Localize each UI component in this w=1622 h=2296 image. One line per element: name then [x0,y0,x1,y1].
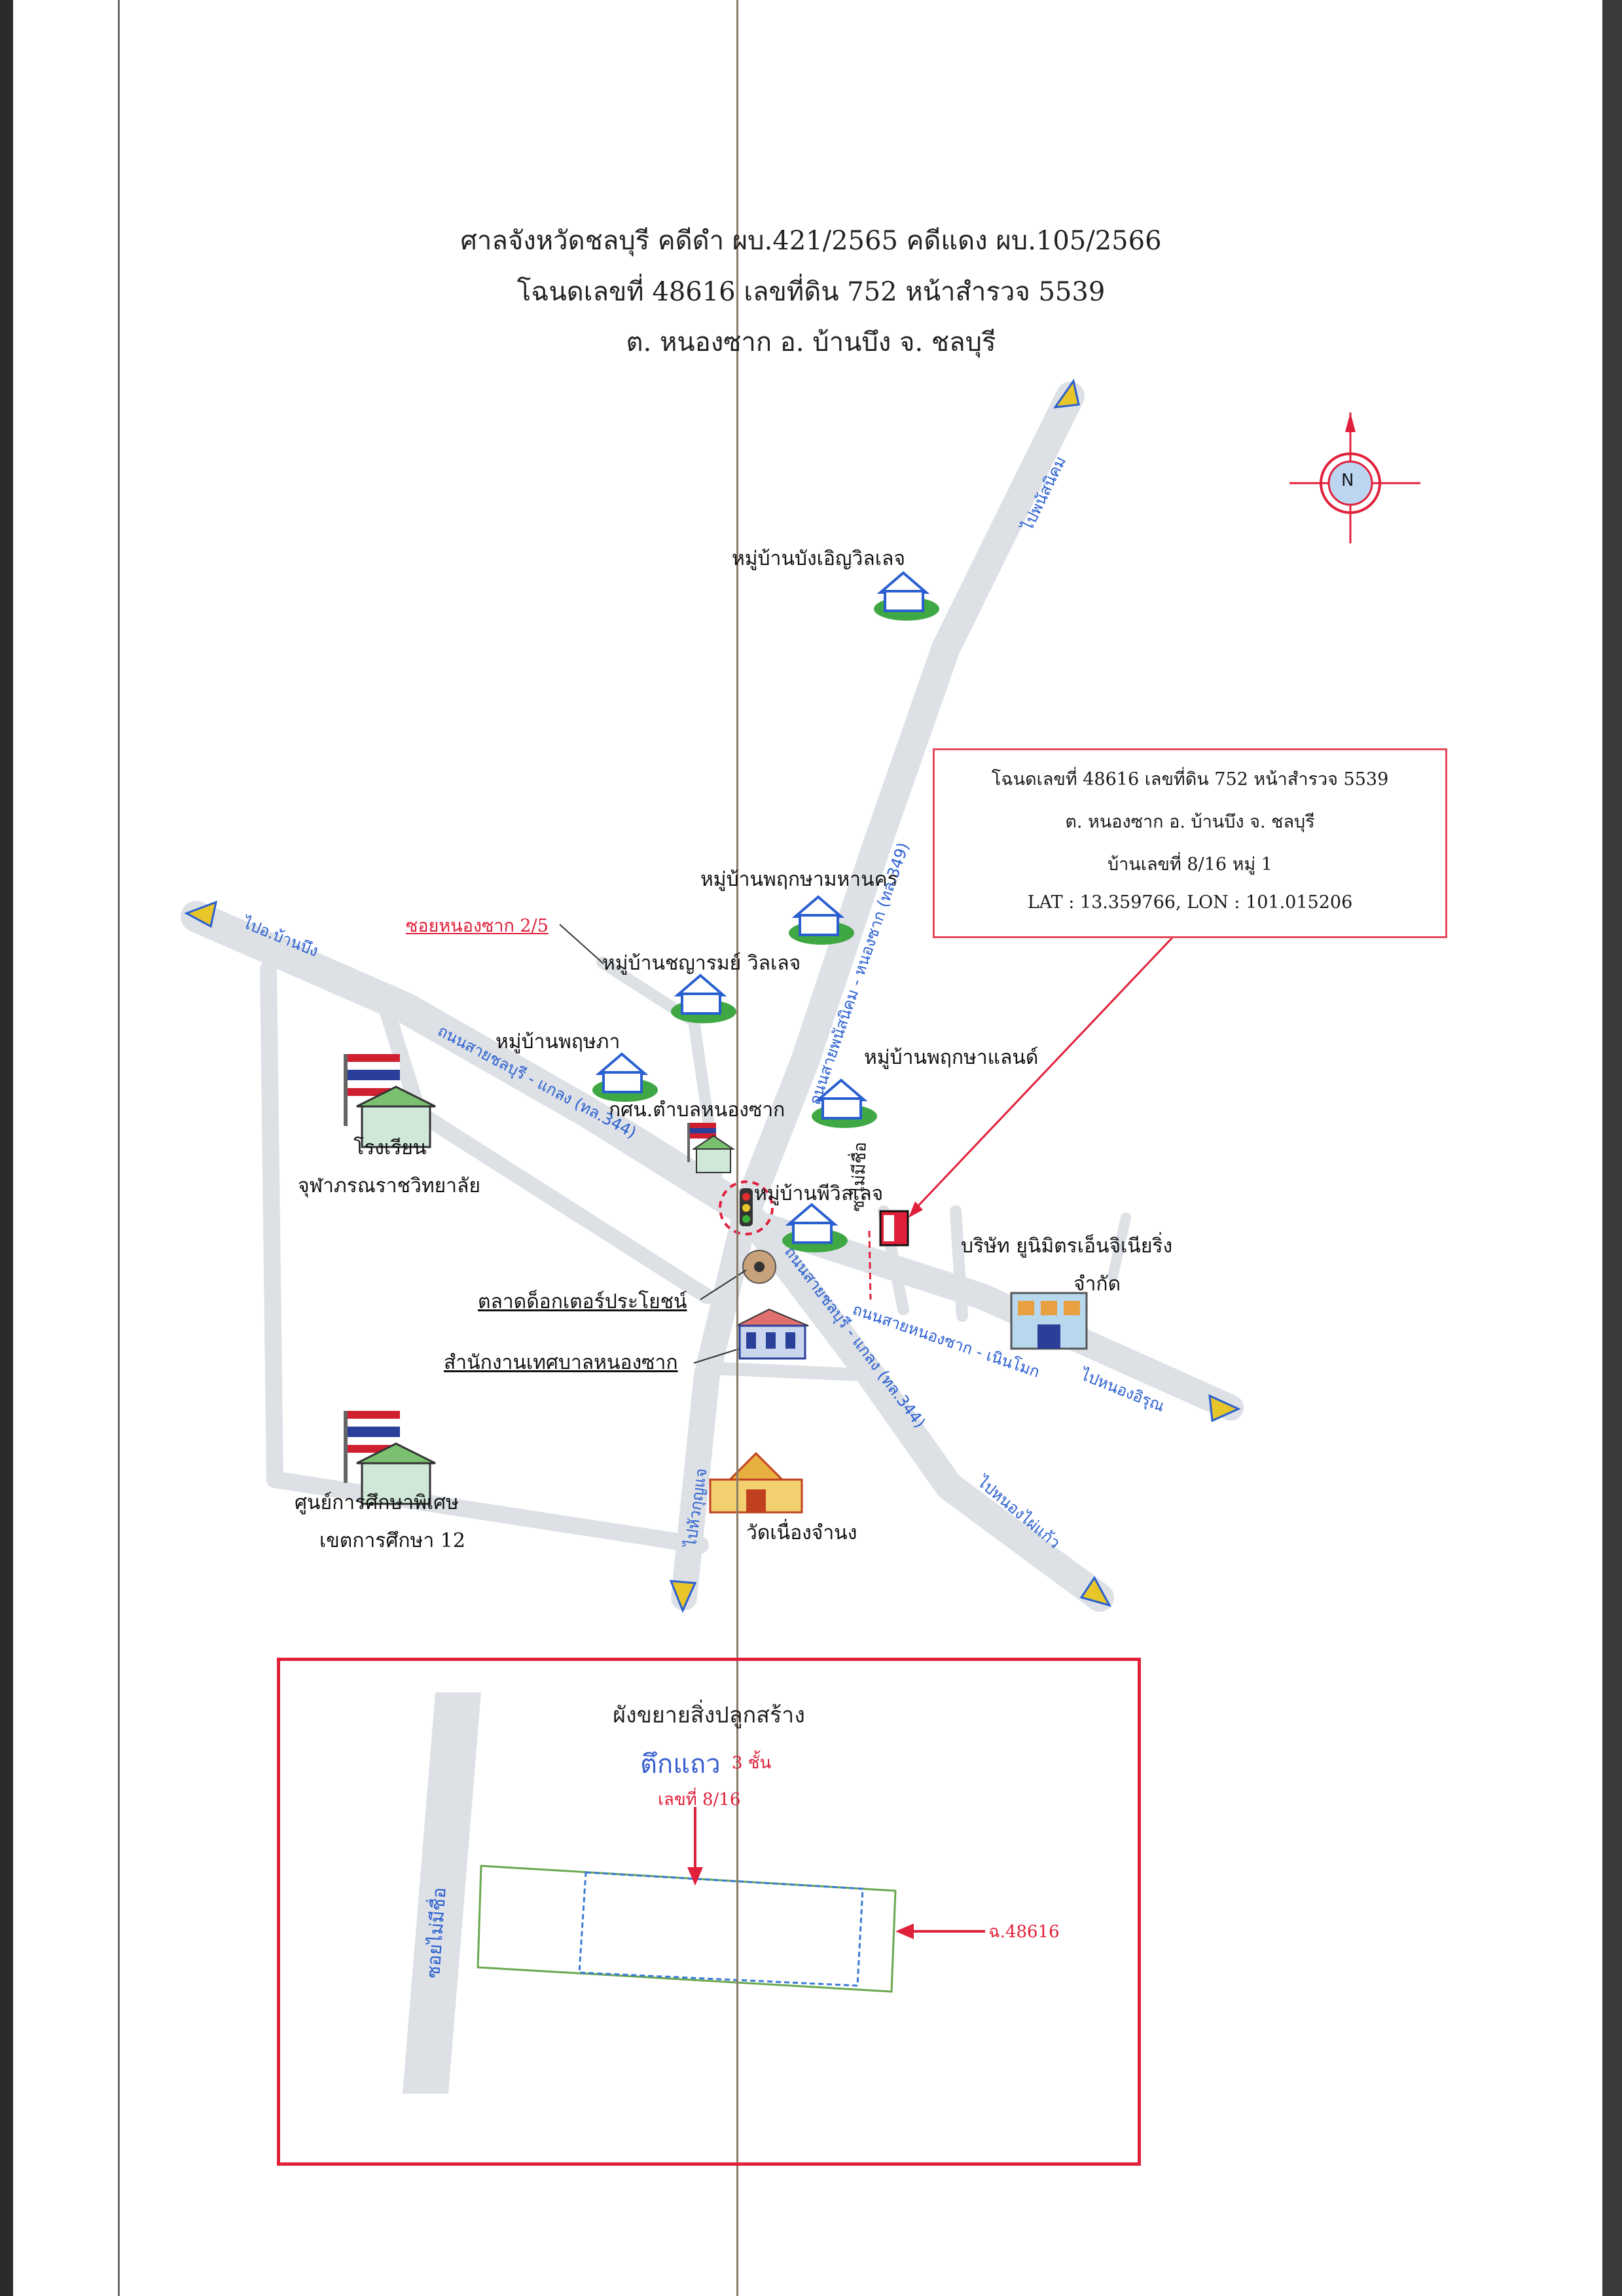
house-icon-bang-oen [874,571,939,621]
arrow-north [1053,378,1080,409]
plan-soi-road [403,1692,481,2094]
traffic-light-marker [719,1180,774,1235]
village-icons [592,571,939,1252]
market-leader-line [700,1269,747,1300]
temple-icon [709,1451,803,1514]
header-line-2: โฉนดเลขที่ 48616 เลขที่ดิน 752 หน้าสำรวจ… [516,277,1106,307]
municipal-office-icon [736,1308,809,1360]
house-icon-pruksa-land [812,1078,877,1128]
direction-arrows [184,378,1241,1613]
municipal-leader-line [693,1348,740,1364]
label-special-edu-1: ศูนย์การศึกษาพิเศษ [295,1491,459,1514]
label-special-edu-2: เขตการศึกษา 12 [319,1529,465,1552]
plot-info-box: โฉนดเลขที่ 48616 เลขที่ดิน 752 หน้าสำรวจ… [933,748,1447,938]
plan-house-no: เลขที่ 8/16 [658,1790,741,1810]
label-p-village: หมู่บ้านพีวิลเลจ [754,1182,884,1205]
market-icon [742,1250,776,1284]
scan-edge-right [1602,0,1622,2296]
road-company [1108,1212,1131,1282]
label-pruksa-mahanakhon: หมู่บ้านพฤกษามหานคร [700,868,898,891]
label-bang-oen-village: หมู่บ้านบังเอิญวิลเลจ [732,547,905,570]
road-349 [732,382,1085,1226]
label-temple: วัดเนื่องจำนง [746,1522,857,1544]
arrow-east [1208,1394,1241,1423]
house-icon-chayaram [671,974,736,1023]
subject-plot-marker [868,934,1176,1300]
building-plan-box: ผังขยายสิ่งปลูกสร้าง [277,1658,1141,2166]
plan-floors: 3 ชั้น [732,1753,772,1773]
label-market: ตลาดด็อกเตอร์ประโยชน์ [478,1290,687,1313]
plan-drawing [403,1692,985,2094]
road-south [671,1198,759,1611]
label-pruksapha-village: หมู่บ้านพฤษภา [496,1030,621,1053]
compass-rose [1289,412,1420,543]
label-soi-mai-mi-chue: ซ.ไม่มีชื่อ [848,1141,871,1212]
info-line-2: ต. หนองซาก อ. บ้านบึง จ. ชลบุรี [1065,812,1315,832]
label-municipal-office: สำนักงานเทศบาลหนองซาก [444,1351,678,1374]
house-icon-p-village [782,1203,848,1252]
scan-edge-left [0,0,13,2296]
road-344-upper [181,901,762,1227]
road-344-lower [732,1197,1114,1612]
plan-deed-label: ฉ.48616 [988,1922,1060,1942]
info-line-3: บ้านเลขที่ 8/16 หมู่ 1 [1108,854,1272,875]
school-icon-kasn [687,1123,736,1173]
label-company-2: จำกัด [1073,1273,1121,1296]
arrow-southeast [1079,1576,1112,1607]
company-building-icon [1010,1292,1088,1350]
soi-leader-line [559,924,604,964]
plan-building-type: ตึกแถว [640,1749,721,1779]
label-company-1: บริษัท ยูนิมิตรเอ็นจิเนียริ่ง [961,1235,1173,1258]
school-icon-chulabhorn [344,1054,436,1148]
label-school-2: จุฬาภรณราชวิทยาลัย [298,1175,480,1197]
label-chayaram-village: หมู่บ้านชญารมย์ วิลเลจ [602,952,801,975]
arrow-south [669,1580,697,1613]
compass-letter: N [1341,471,1354,490]
house-icon-pruksa-mahanakhon [789,895,854,945]
header-line-3: ต. หนองซาก อ. บ้านบึง จ. ชลบุรี [626,327,996,357]
arrow-west [184,900,218,928]
plan-title: ผังขยายสิ่งปลูกสร้าง [613,1702,805,1728]
label-soi-nongsak: ซอยหนองซาก 2/5 [406,916,549,936]
road-loop [260,960,709,1554]
label-pruksa-land-village: หมู่บ้านพฤกษาแลนด์ [864,1046,1039,1069]
label-kasn-nongsak: กศน.ตำบลหนองซาก [609,1099,785,1121]
header-line-1: ศาลจังหวัดชลบุรี คดีดำ ผบ.421/2565 คดีแด… [460,226,1162,256]
road-link [707,1362,871,1381]
info-line-4: LAT : 13.359766, LON : 101.015206 [1027,892,1353,913]
school-icon-special-edu [344,1411,436,1505]
scan-fold-line-left [118,0,120,2296]
scan-fold-line [736,0,738,2296]
house-icon-pruksapha [592,1052,658,1102]
label-school-1: โรงเรียน [353,1137,427,1159]
info-line-1: โฉนดเลขที่ 48616 เลขที่ดิน 752 หน้าสำรวจ… [991,769,1389,790]
